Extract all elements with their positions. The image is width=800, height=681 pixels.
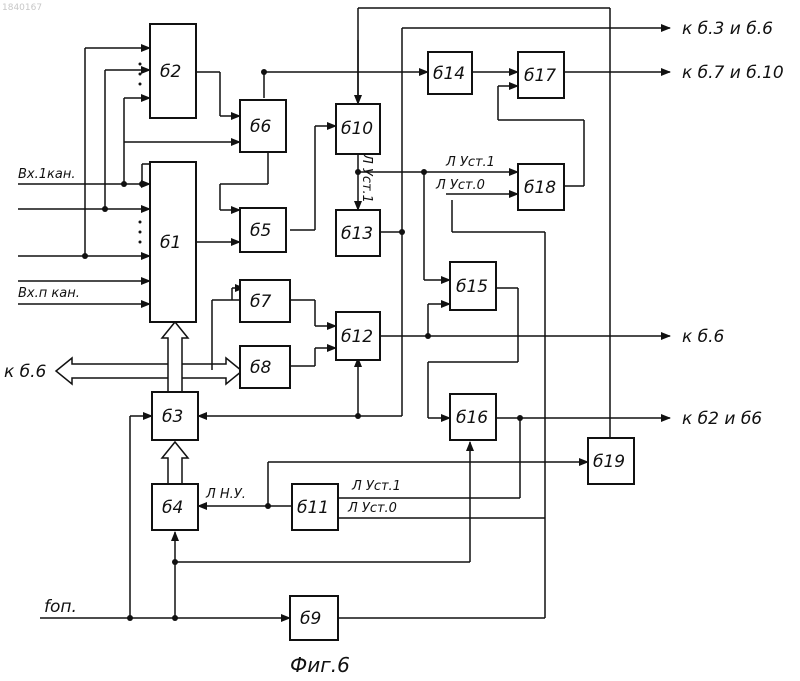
label-b3: б3 <box>162 407 183 427</box>
io-labels: Вх.1кан. Вх.п кан. fоп. к б.3 и б.6 к б.… <box>4 19 784 677</box>
label-b19: б19 <box>593 452 625 472</box>
signal-set0-b18: Л Уст.0 <box>435 178 485 193</box>
label-b12: б12 <box>341 327 373 347</box>
label-b15: б15 <box>456 277 488 297</box>
input-fop: fоп. <box>44 597 77 617</box>
output-to-b3-b6: к б.3 и б.6 <box>682 19 773 39</box>
label-b16: б16 <box>456 408 488 428</box>
label-b8: б8 <box>250 358 271 378</box>
label-b1: б1 <box>160 233 181 253</box>
label-b7: б7 <box>250 292 271 312</box>
input-channel-n: Вх.п кан. <box>18 286 80 301</box>
label-b11: б11 <box>297 498 329 518</box>
label-b18: б18 <box>524 178 556 198</box>
label-b10: б10 <box>341 119 373 139</box>
label-b14: б14 <box>433 64 465 84</box>
label-b17: б17 <box>524 66 556 86</box>
bus-to-b6: к б.6 <box>4 362 47 382</box>
data-buses <box>56 322 242 484</box>
signal-set0-b11: Л Уст.0 <box>347 501 397 516</box>
block-labels: б2 б1 б6 б5 б10 б13 б14 б17 б18 б15 б7 б… <box>160 62 625 629</box>
signal-set1-b11: Л Уст.1 <box>351 479 401 494</box>
label-b13: б13 <box>341 224 373 244</box>
ellipsis-dots <box>139 63 142 244</box>
label-b6: б6 <box>250 117 271 137</box>
signal-set1-b18: Л Уст.1 <box>445 155 495 170</box>
output-to-b7-b10: к б.7 и б.10 <box>682 63 784 83</box>
figure-caption: Фиг.6 <box>290 653 350 677</box>
label-b9: б9 <box>300 609 321 629</box>
output-to-b6: к б.6 <box>682 327 725 347</box>
signal-set1-vertical: Л Уст.1 <box>359 153 374 203</box>
label-b4: б4 <box>162 498 183 518</box>
document-id: 1840167 <box>2 3 42 13</box>
signal-nu: Л Н.У. <box>205 487 246 502</box>
label-b5: б5 <box>250 221 271 241</box>
output-to-b2-b6: к б2 и б6 <box>682 409 762 429</box>
input-channel-1: Вх.1кан. <box>18 167 75 182</box>
junctions <box>82 69 523 621</box>
label-b2: б2 <box>160 62 181 82</box>
